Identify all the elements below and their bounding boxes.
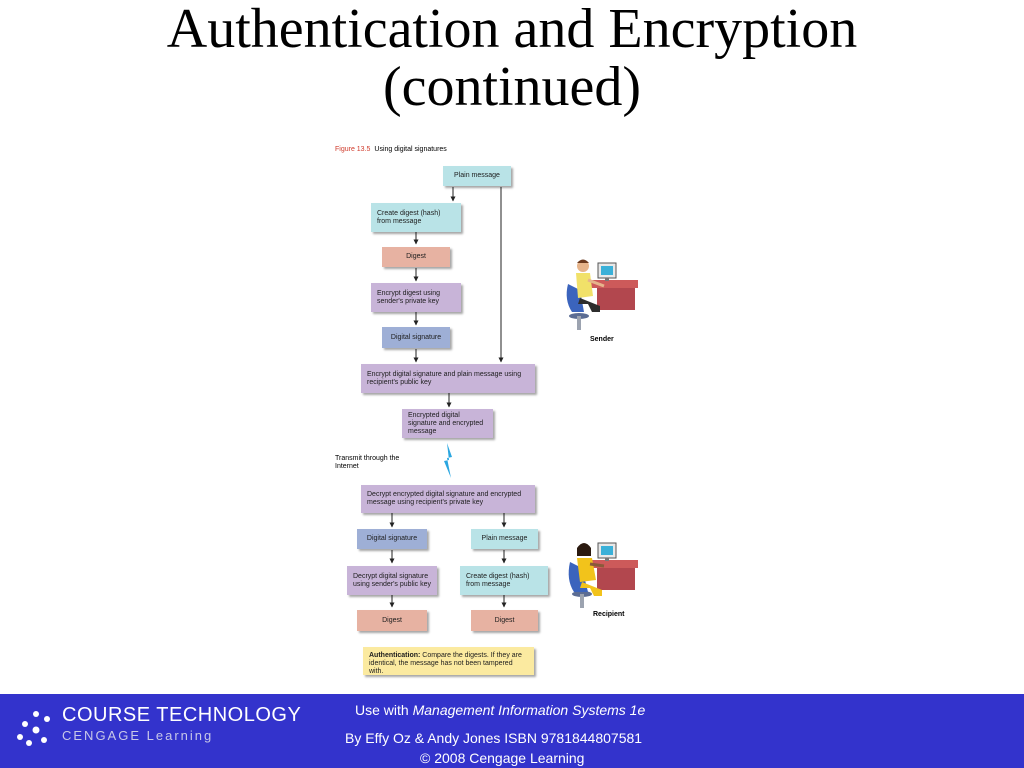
slide-title: Authentication and Encryption (continued… [0, 0, 1024, 116]
recipient-label: Recipient [593, 611, 625, 618]
node-encrypt-both: Encrypt digital signature and plain mess… [361, 364, 535, 393]
node-decrypt-signature: Decrypt digital signature using sender's… [347, 566, 437, 595]
slide-title-line1: Authentication and Encryption [166, 0, 858, 60]
node-plain-message-bottom: Plain message [471, 529, 538, 549]
node-plain-message-top: Plain message [443, 166, 511, 186]
transmit-label: Transmit through the Internet [335, 455, 400, 470]
logo-main-text: COURSE TECHNOLOGY [62, 704, 302, 726]
footer-book-title: Management Information Systems 1e [412, 702, 646, 718]
diagram-connectors [389, 187, 638, 608]
logo-sub-text: CENGAGE Learning [62, 728, 214, 743]
authentication-bold-label: Authentication: [369, 652, 421, 659]
footer-copyright: © 2008 Cengage Learning [420, 750, 585, 766]
node-digest-left: Digest [357, 610, 427, 631]
recipient-icon [568, 542, 638, 608]
sender-icon [566, 259, 638, 330]
slide-title-line2: (continued) [382, 56, 642, 118]
lightning-bolt-icon [444, 443, 452, 478]
footer-authors: By Effy Oz & Andy Jones ISBN 97818448075… [345, 730, 643, 746]
node-create-digest-bottom: Create digest (hash) from message [460, 566, 548, 595]
footer-bar: COURSE TECHNOLOGY CENGAGE Learning Use w… [0, 694, 1024, 768]
node-authentication: Authentication: Compare the digests. If … [363, 647, 534, 675]
course-technology-logo-icon [17, 711, 50, 746]
node-encrypted-output: Encrypted digital signature and encrypte… [402, 409, 493, 438]
footer-use-with-prefix: Use with [355, 702, 413, 718]
authentication-text: Compare the digests. If they are identic… [369, 652, 522, 675]
figure-caption-text: Using digital signatures [374, 146, 447, 153]
node-encrypt-digest: Encrypt digest using sender's private ke… [371, 283, 461, 312]
node-digital-signature-bottom: Digital signature [357, 529, 427, 549]
figure-number: Figure 13.5 [335, 146, 371, 153]
node-decrypt-both: Decrypt encrypted digital signature and … [361, 485, 535, 513]
node-digest-right: Digest [471, 610, 538, 631]
node-digital-signature-top: Digital signature [382, 327, 450, 348]
footer-use-with: Use with Management Information Systems … [355, 702, 645, 718]
sender-label: Sender [590, 336, 614, 343]
node-digest-top: Digest [382, 247, 450, 267]
node-create-digest-top: Create digest (hash) from message [371, 203, 461, 232]
